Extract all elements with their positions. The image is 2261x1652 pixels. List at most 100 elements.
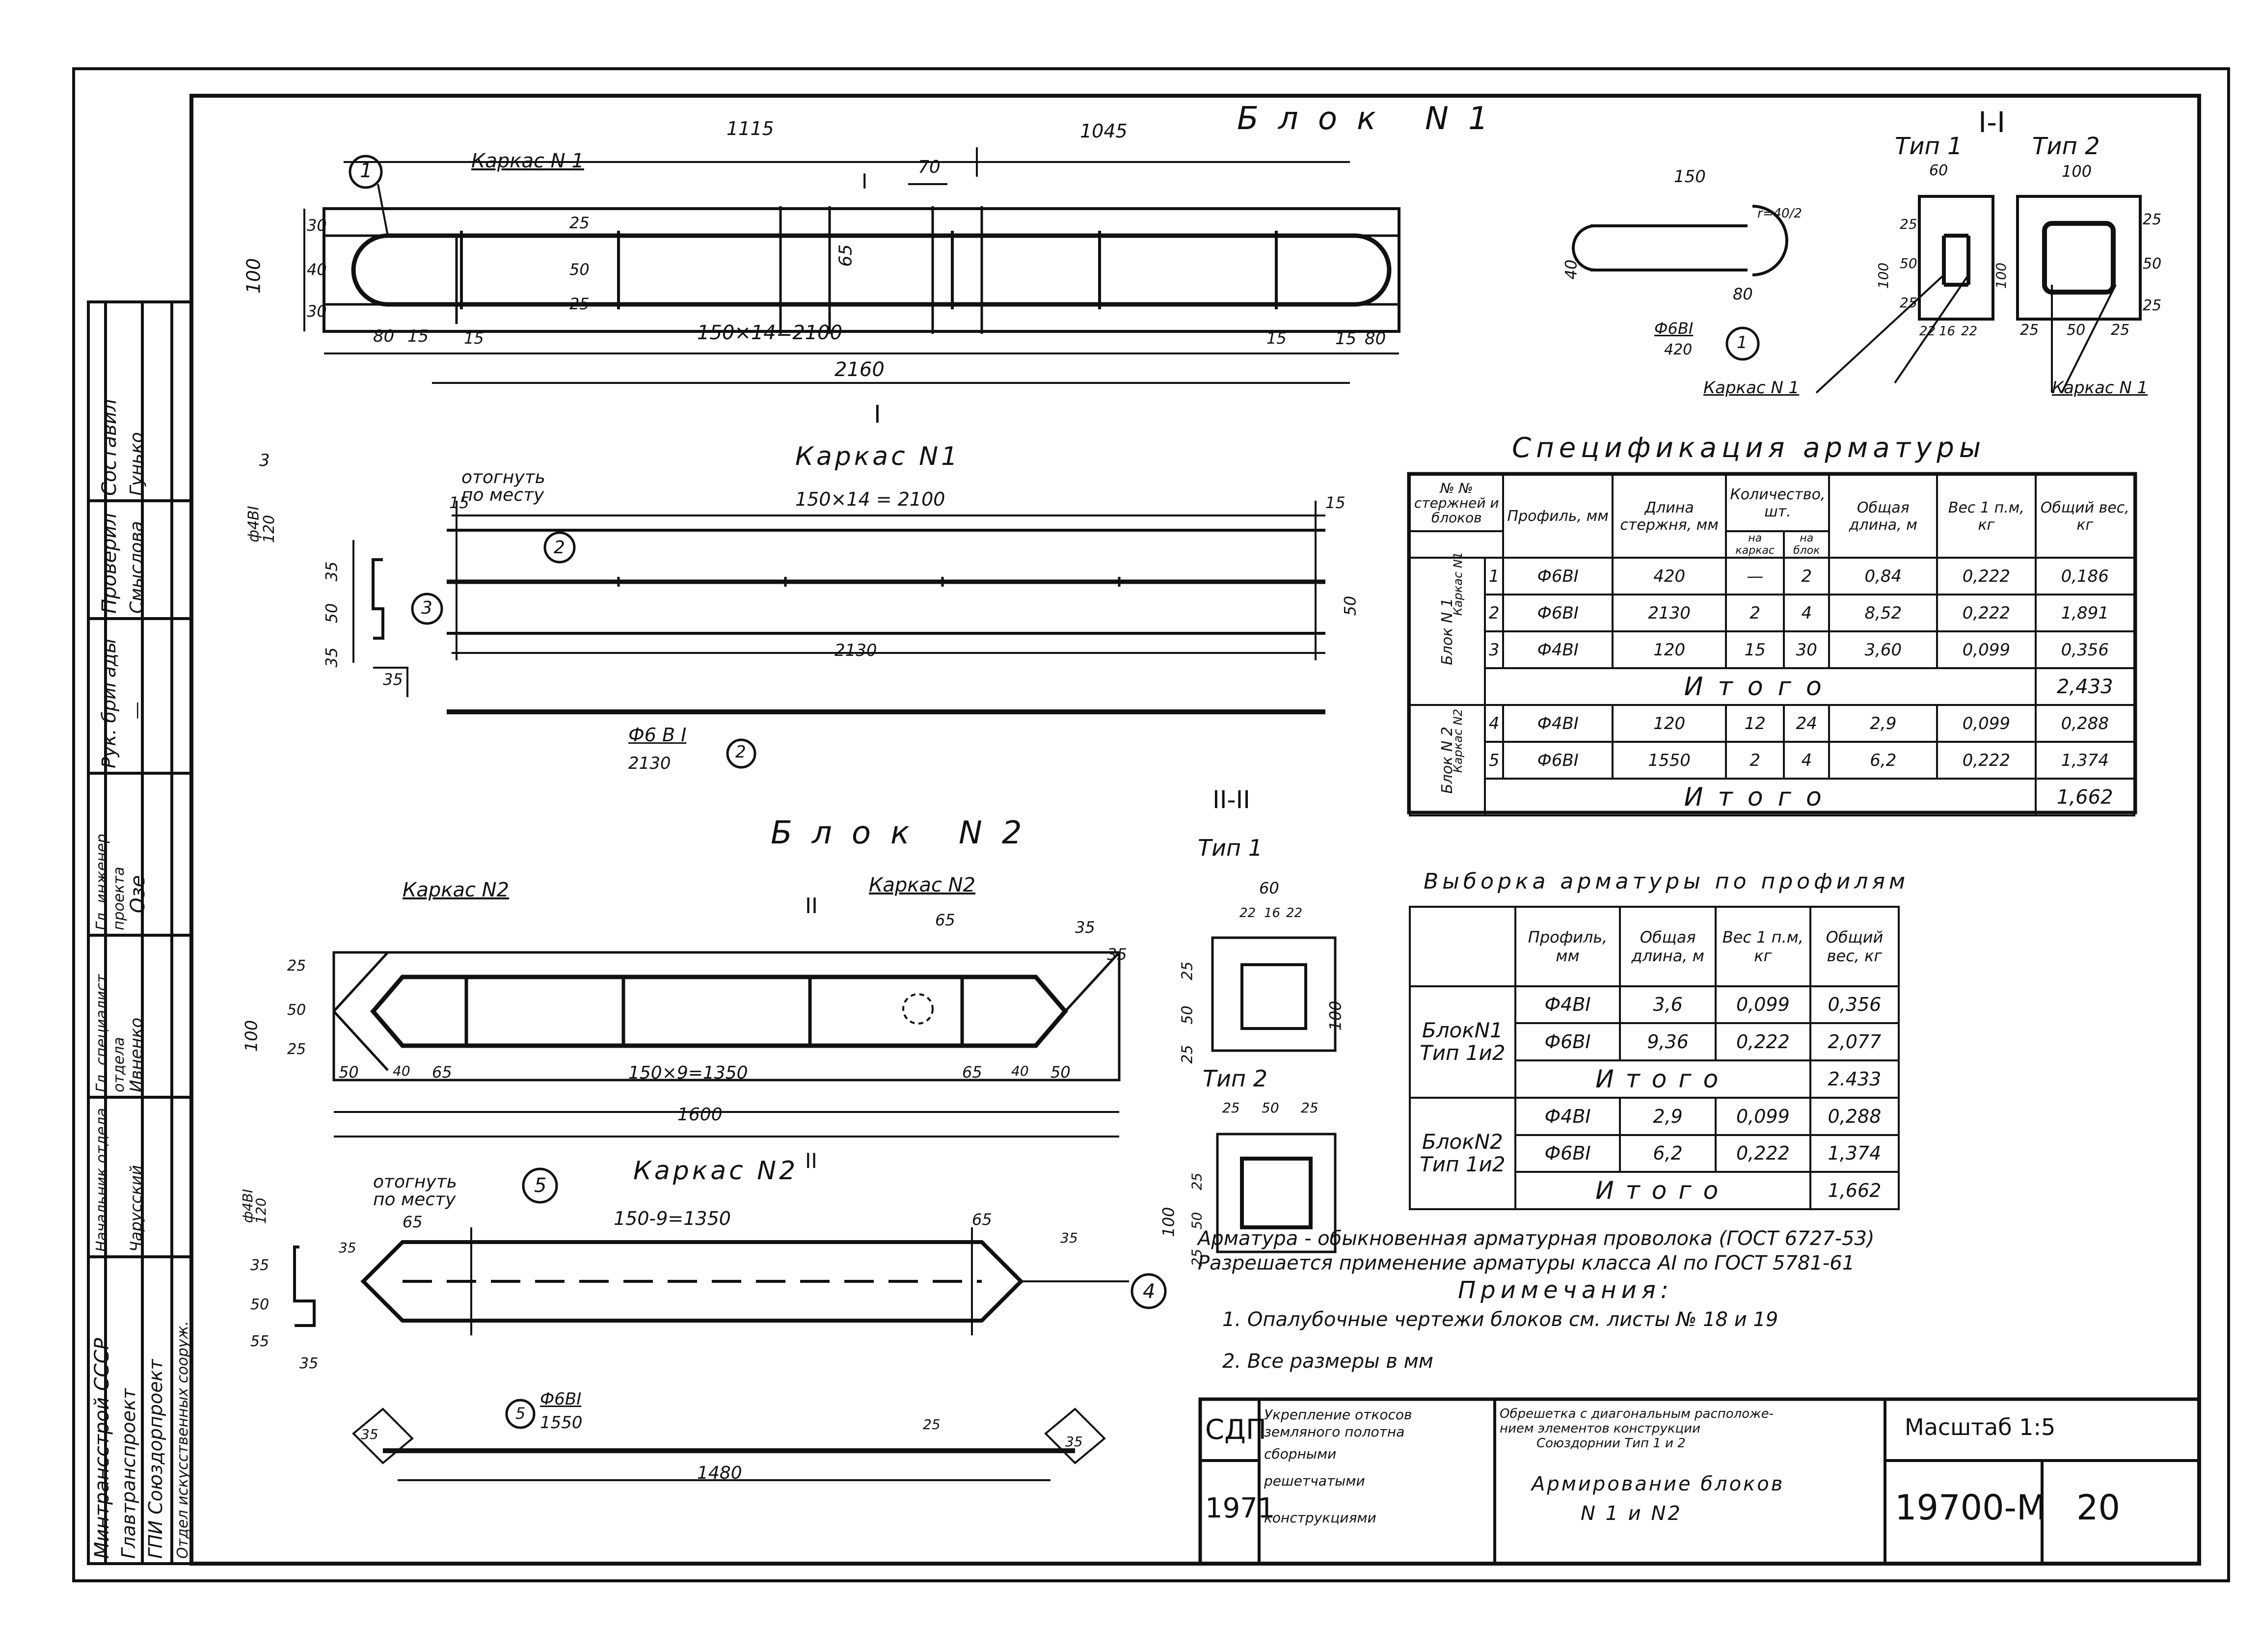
stamp-sheet: 20 bbox=[2076, 1488, 2121, 1528]
dim-1045: 1045 bbox=[1080, 120, 1128, 142]
stamp-scale: Масштаб 1:5 bbox=[1905, 1414, 2056, 1440]
dim-30a: 30 bbox=[307, 216, 327, 235]
s2-t1x: 22 bbox=[1239, 906, 1256, 921]
section-mark-I: I bbox=[861, 169, 868, 193]
vyb-t2v: 1,662 bbox=[1809, 1171, 1900, 1210]
section2-type2: Тип 2 bbox=[1203, 1065, 1267, 1092]
block2-karkas-a: Каркас N2 bbox=[403, 879, 510, 901]
spec-r5-l: 1550 bbox=[1611, 741, 1727, 780]
spec-h-qty: Количество, шт. bbox=[1725, 474, 1830, 532]
karkas1-title: Каркас N1 bbox=[795, 442, 961, 471]
stamp-c2b: нием элементов конструкции bbox=[1500, 1421, 1701, 1436]
karkas1-d35a: 35 bbox=[322, 561, 341, 582]
karkas1-m2: 2 bbox=[554, 538, 565, 558]
s1-t2y: 50 bbox=[2067, 322, 2086, 339]
spec-r3-b: 30 bbox=[1783, 630, 1830, 669]
dim-70: 70 bbox=[918, 157, 941, 177]
stamp-c3a: Армирование блоков bbox=[1532, 1473, 1785, 1495]
karkas2-d35f: 35 bbox=[1065, 1434, 1083, 1450]
title-stamp bbox=[1198, 1397, 2201, 1566]
side-org4: Отдел искусственных сооруж. bbox=[174, 1321, 191, 1559]
side-stamp-frame bbox=[87, 300, 193, 1565]
b2-d1350: 150×9=1350 bbox=[628, 1063, 748, 1083]
vyb-h-w: Вес 1 п.м, кг bbox=[1714, 906, 1811, 987]
karkas2-d1480: 1480 bbox=[697, 1463, 742, 1483]
note-line2: Разрешается применение арматуры класса А… bbox=[1198, 1252, 1855, 1274]
karkas2-note: отогнуть по месту bbox=[373, 1172, 457, 1210]
section2-type2 bbox=[1216, 1133, 1337, 1253]
stamp-org: СДП bbox=[1205, 1414, 1266, 1446]
spec-total2-label: Итого bbox=[1483, 778, 2037, 816]
vyb-r3-w: 0,099 bbox=[1714, 1096, 1811, 1136]
stamp-c2c: Союздорнии Тип 1 и 2 bbox=[1536, 1436, 1686, 1451]
section1-type1: Тип 1 bbox=[1895, 133, 1963, 160]
vyb-r3-tw: 0,288 bbox=[1809, 1096, 1900, 1136]
stamp-year: 1971 bbox=[1205, 1492, 1275, 1524]
side-r5a: Гл. специалист отдела bbox=[93, 974, 128, 1092]
spec-r3-tl: 3,60 bbox=[1828, 630, 1938, 669]
karkas1-rod2: Ф6 B I bbox=[628, 724, 687, 746]
block2-title: Блок N2 bbox=[771, 815, 1042, 851]
dim-2160: 2160 bbox=[834, 358, 885, 381]
b2-d40b: 40 bbox=[1011, 1063, 1029, 1079]
s2-t1c: 25 bbox=[1179, 1045, 1196, 1064]
spec-r1-tl: 0,84 bbox=[1828, 557, 1938, 596]
dim-25a: 25 bbox=[569, 214, 590, 232]
s1-t1z: 22 bbox=[1961, 324, 1978, 339]
vyb-r2-l: 9,36 bbox=[1619, 1022, 1717, 1062]
block2-karkas-b: Каркас N2 bbox=[869, 874, 976, 896]
s2-t1b: 50 bbox=[1179, 1005, 1196, 1025]
s1-t1c: 25 bbox=[1900, 295, 1917, 311]
s1-d80: 80 bbox=[1733, 285, 1753, 303]
spec-r2-l: 2130 bbox=[1611, 594, 1727, 632]
spec-h-total-len: Общая длина, м bbox=[1828, 474, 1938, 559]
vyb-r3-p: Ф4BI bbox=[1514, 1096, 1621, 1136]
spec-r3-l: 120 bbox=[1611, 630, 1727, 669]
dim-65: 65 bbox=[835, 244, 856, 267]
side-r4a: Гл. инженер проекта bbox=[93, 834, 128, 930]
karkas1-d15r: 15 bbox=[1325, 493, 1346, 512]
notes-title: Примечания: bbox=[1458, 1276, 1673, 1304]
karkas2-title: Каркас N2 bbox=[633, 1156, 799, 1186]
b2-d65: 65 bbox=[935, 911, 955, 929]
spec-h-tw: Общий вес, кг bbox=[2034, 474, 2136, 559]
note-n1: 1. Опалубочные чертежи блоков см. листы … bbox=[1222, 1308, 1778, 1331]
s2-t1a: 25 bbox=[1179, 961, 1196, 980]
dim-80a: 80 bbox=[373, 326, 395, 346]
stamp-c2a: Обрешетка с диагональным расположе- bbox=[1500, 1407, 1774, 1421]
dim-30b: 30 bbox=[307, 302, 327, 321]
s2-t1h: 100 bbox=[1326, 1001, 1345, 1031]
karkas2-d65b: 65 bbox=[972, 1210, 992, 1229]
section2-title: II-II bbox=[1212, 785, 1251, 814]
vyb-r2-w: 0,222 bbox=[1714, 1022, 1811, 1062]
b2-d25b: 25 bbox=[287, 1041, 306, 1058]
karkas1-d35b: 35 bbox=[322, 647, 341, 668]
side-r1b: Гунько bbox=[127, 432, 147, 496]
spec-r1-b: 2 bbox=[1783, 557, 1830, 596]
spec-r4-k: 12 bbox=[1725, 704, 1785, 743]
vyb-t1v: 2.433 bbox=[1809, 1059, 1900, 1099]
s1-t1a: 25 bbox=[1900, 216, 1917, 232]
inner-frame bbox=[189, 94, 2201, 1566]
s2-t2x: 25 bbox=[1222, 1100, 1240, 1116]
spec-r4-p: Ф4BI bbox=[1502, 704, 1614, 743]
karkas2-d35d: 35 bbox=[299, 1355, 319, 1372]
b2-d35b: 35 bbox=[1107, 945, 1127, 964]
s1-t2a: 25 bbox=[2143, 211, 2162, 228]
spec-h-num: № № стержней и блоков bbox=[1408, 474, 1505, 532]
s2-t2b: 50 bbox=[1188, 1212, 1205, 1230]
karkas1-rod2m: 2 bbox=[735, 742, 746, 762]
side-org1: Минтрансстрой СССР bbox=[91, 1338, 113, 1559]
block2-roman: II bbox=[805, 894, 818, 919]
dim-100: 100 bbox=[242, 258, 265, 294]
spec-r1-l: 420 bbox=[1611, 557, 1727, 596]
s1-t1y: 16 bbox=[1939, 324, 1956, 339]
dim-40: 40 bbox=[307, 260, 327, 279]
s1-t1w: 60 bbox=[1929, 162, 1948, 179]
s2-t2y: 50 bbox=[1262, 1100, 1279, 1116]
dim-15d: 15 bbox=[1335, 329, 1357, 349]
karkas2-rod5: Ф6BI bbox=[540, 1389, 582, 1409]
karkas1-d35c: 35 bbox=[383, 670, 403, 689]
spec-r5-b: 4 bbox=[1783, 741, 1830, 780]
karkas2-d35a: 35 bbox=[339, 1240, 356, 1256]
